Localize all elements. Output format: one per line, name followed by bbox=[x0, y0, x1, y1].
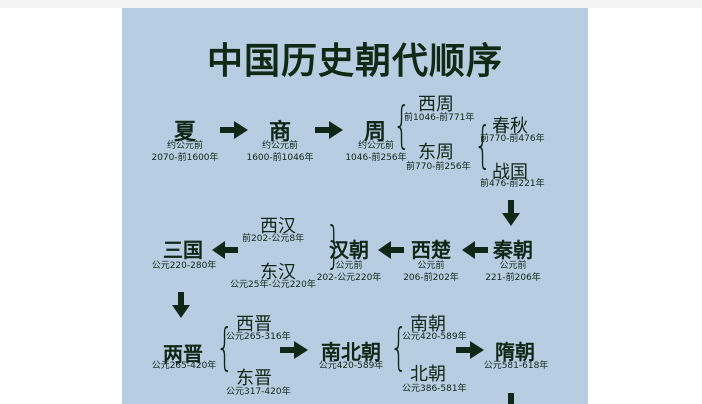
dynasty-qin-note: 公元前 bbox=[499, 261, 527, 271]
timeline-poster: 中国历史朝代顺序 夏 约公元前 2070-前1600年 商 约公元前 1600-… bbox=[122, 8, 588, 404]
arrow-left-icon bbox=[462, 241, 488, 259]
dynasty-qin: 秦朝 bbox=[493, 238, 533, 262]
arrow-down-icon bbox=[172, 292, 190, 318]
arrow-down-icon bbox=[502, 200, 520, 226]
dynasty-xia-range: 2070-前1600年 bbox=[151, 153, 219, 163]
brace-zhou: { bbox=[393, 96, 411, 154]
dynasty-nanbei: 南北朝 bbox=[321, 340, 381, 364]
dynasty-han-range: 202-公元220年 bbox=[316, 273, 382, 283]
dynasty-liangjin-range: 公元265-420年 bbox=[151, 361, 217, 371]
brace-liangjin: { bbox=[216, 318, 234, 376]
dynasty-zhanguo-range: 前476-前221年 bbox=[480, 179, 545, 189]
dynasty-xihan-range: 前202-公元8年 bbox=[242, 234, 305, 244]
dynasty-donghan: 东汉 bbox=[260, 262, 296, 283]
top-band bbox=[0, 0, 702, 8]
dynasty-xizhou: 西周 bbox=[418, 94, 454, 115]
dynasty-beichao-range: 公元386-581年 bbox=[402, 384, 467, 394]
dynasty-xihan: 西汉 bbox=[260, 216, 296, 237]
brace-han: { bbox=[324, 216, 343, 274]
dynasty-han: 汉朝 bbox=[329, 238, 369, 262]
dynasty-xia-note: 约公元前 bbox=[166, 141, 203, 151]
dynasty-sui: 隋朝 bbox=[495, 340, 535, 364]
brace-dongzhou: { bbox=[474, 116, 492, 174]
arrow-left-icon bbox=[378, 241, 404, 259]
dynasty-xijin: 西晋 bbox=[236, 314, 272, 335]
dynasty-zhou-note: 约公元前 bbox=[357, 141, 394, 151]
dynasty-sanguo-range: 公元220-280年 bbox=[151, 261, 217, 271]
dynasty-donghan-range: 公元25年-公元220年 bbox=[230, 280, 316, 290]
dynasty-beichao: 北朝 bbox=[410, 364, 446, 385]
dynasty-zhou: 周 bbox=[363, 120, 386, 145]
dynasty-shang-note: 约公元前 bbox=[261, 141, 298, 151]
brace-nanbei: { bbox=[390, 318, 408, 376]
dynasty-qin-range: 221-前206年 bbox=[485, 273, 541, 283]
dynasty-chunqiu-range: 前770-前476年 bbox=[480, 134, 545, 144]
dynasty-zhanguo: 战国 bbox=[492, 162, 528, 183]
dynasty-nanbei-range: 公元420-589年 bbox=[318, 361, 384, 371]
arrow-right-icon bbox=[315, 121, 343, 139]
arrow-down-icon bbox=[508, 393, 514, 404]
dynasty-dongzhou: 东周 bbox=[418, 142, 454, 163]
dynasty-xia: 夏 bbox=[173, 120, 196, 145]
dynasty-xichu-note: 公元前 bbox=[417, 261, 445, 271]
dynasty-sanguo: 三国 bbox=[163, 238, 203, 262]
dynasty-liangjin: 两晋 bbox=[163, 342, 203, 366]
dynasty-chunqiu: 春秋 bbox=[492, 116, 528, 137]
dynasty-nanchao: 南朝 bbox=[410, 314, 446, 335]
arrow-left-icon bbox=[212, 241, 238, 259]
dynasty-xijin-range: 公元265-316年 bbox=[226, 332, 291, 342]
dynasty-xichu-range: 206-前202年 bbox=[403, 273, 459, 283]
dynasty-han-note: 公元前 bbox=[335, 261, 363, 271]
arrow-right-icon bbox=[280, 341, 308, 359]
dynasty-shang: 商 bbox=[268, 120, 291, 145]
dynasty-dongjin-range: 公元317-420年 bbox=[226, 387, 291, 397]
dynasty-dongzhou-range: 前770-前256年 bbox=[406, 162, 471, 172]
dynasty-sui-range: 公元581-618年 bbox=[483, 361, 549, 371]
dynasty-nanchao-range: 公元420-589年 bbox=[402, 332, 467, 342]
poster-title: 中国历史朝代顺序 bbox=[206, 41, 503, 82]
arrow-right-icon bbox=[456, 341, 484, 359]
dynasty-zhou-range: 1046-前256年 bbox=[345, 153, 407, 163]
dynasty-shang-range: 1600-前1046年 bbox=[246, 153, 314, 163]
dynasty-xichu: 西楚 bbox=[411, 238, 451, 262]
dynasty-dongjin: 东晋 bbox=[236, 368, 272, 389]
dynasty-xizhou-range: 前1046-前771年 bbox=[404, 113, 475, 123]
arrow-right-icon bbox=[220, 121, 248, 139]
